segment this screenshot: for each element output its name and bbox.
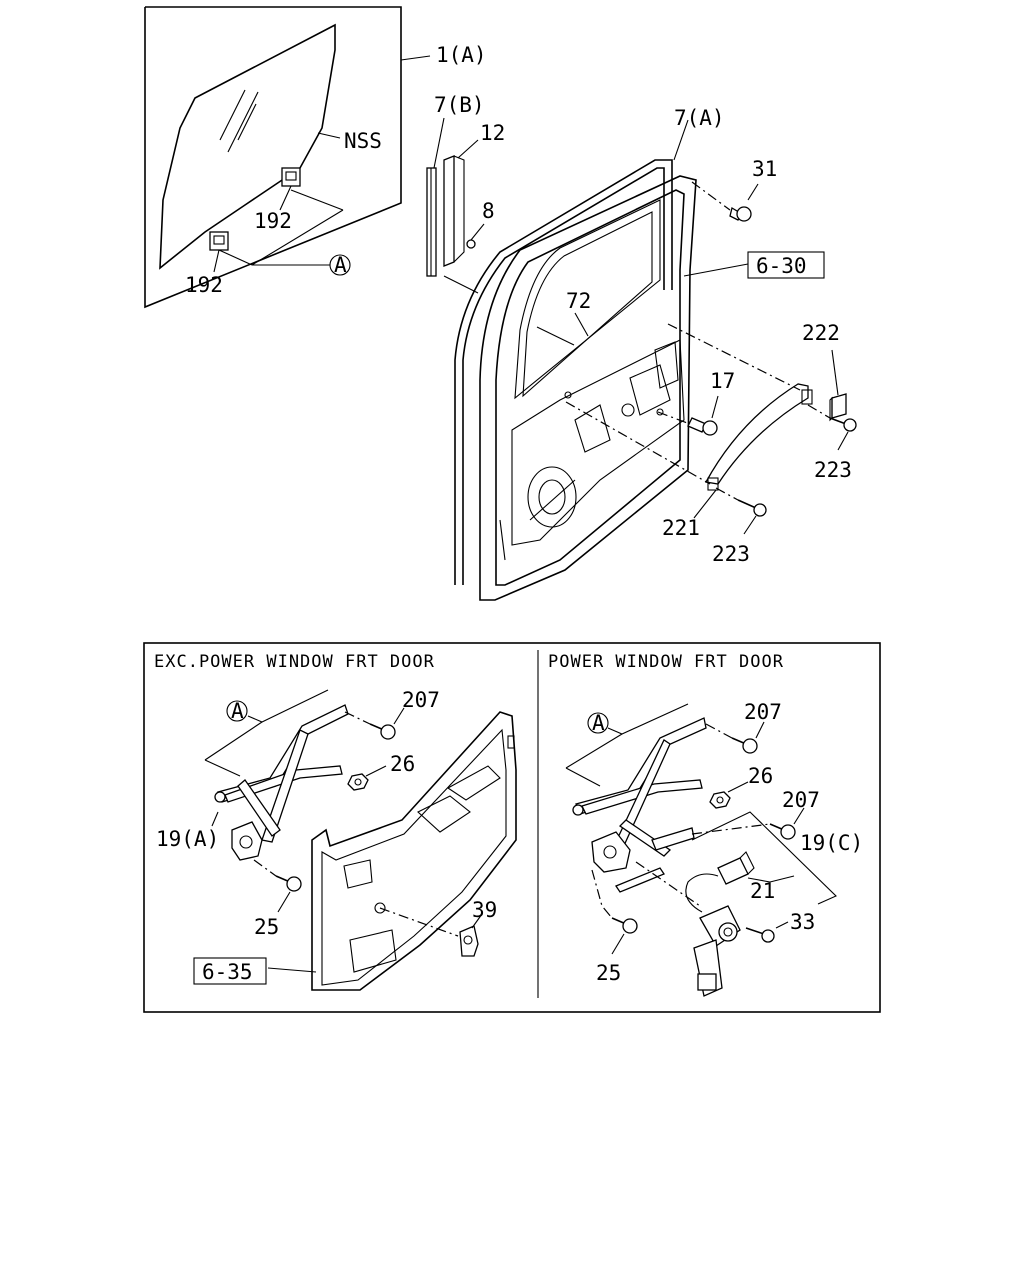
- run-channel-12: [443, 155, 465, 267]
- bolt-17: [687, 417, 718, 436]
- glass-clip-lower: [209, 231, 229, 251]
- left-bolt-207: [369, 723, 396, 740]
- clip-upper-label: 192: [254, 209, 292, 233]
- run-12-label: 12: [480, 121, 505, 145]
- garnish-221-label: 221: [662, 516, 700, 540]
- door-frame: [479, 175, 697, 601]
- bolt-17-label: 17: [710, 369, 735, 393]
- right-nut-26-label: 26: [748, 764, 773, 788]
- screw-223-lower: [737, 499, 767, 517]
- seal-72-label: 72: [566, 289, 591, 313]
- left-nut-26: [347, 773, 369, 791]
- bolt-31: [729, 183, 759, 222]
- right-bolt-207-top: [731, 737, 758, 754]
- bolt-31-label: 31: [752, 157, 777, 181]
- left-ref-a-label: A: [231, 699, 244, 723]
- clip-lower-label: 192: [185, 273, 223, 297]
- screw-33-label: 33: [790, 910, 815, 934]
- right-nut-26: [709, 791, 731, 809]
- left-bolt-25-label: 25: [254, 915, 279, 939]
- right-bolt-25: [611, 917, 638, 934]
- ref-6-30-box: [747, 251, 825, 279]
- window-motor-21: [685, 851, 755, 997]
- regulator-19c-label: 19(C): [800, 831, 863, 855]
- left-nut-26-label: 26: [390, 752, 415, 776]
- weatherstrip-7a: [454, 159, 673, 585]
- cover-222: [829, 393, 847, 422]
- cover-222-label: 222: [802, 321, 840, 345]
- screw-223-upper: [829, 417, 857, 432]
- right-ref-a-circle: [587, 712, 609, 734]
- regulator-19a-label: 19(A): [156, 827, 219, 851]
- right-bolt-207-mid: [769, 823, 796, 840]
- regulator-19c: [572, 717, 707, 893]
- run-7b-label: 7(B): [434, 93, 485, 117]
- screw-8: [466, 223, 485, 249]
- right-ref-a-label: A: [592, 711, 605, 735]
- ref-6-35-label: 6-35: [202, 960, 253, 984]
- door-handle-39: [459, 925, 479, 957]
- screw-33: [745, 927, 775, 943]
- door-assembly: 6-30: [426, 93, 857, 601]
- left-bolt-25: [275, 875, 302, 892]
- ref-6-35-box: [193, 957, 267, 985]
- glass-clip-upper: [281, 167, 301, 187]
- left-bolt-207-label: 207: [402, 688, 440, 712]
- handle-39-label: 39: [472, 898, 497, 922]
- door-trim-panel: [311, 711, 517, 991]
- regulator-19a: [214, 704, 349, 861]
- ref-6-30-label: 6-30: [756, 254, 807, 278]
- right-bolt-25-label: 25: [596, 961, 621, 985]
- left-ref-a-circle: [226, 700, 248, 722]
- glass-inset: A 1(A) NSS 192 192: [144, 6, 487, 309]
- right-bolt-207-mid-label: 207: [782, 788, 820, 812]
- motor-21-label: 21: [750, 879, 775, 903]
- screw-8-label: 8: [482, 199, 495, 223]
- screw-223-upper-label: 223: [814, 458, 852, 482]
- glass-part-label: 1(A): [436, 43, 487, 67]
- weatherstrip-7a-label: 7(A): [674, 106, 725, 130]
- nss-label: NSS: [344, 129, 382, 153]
- right-panel: POWER WINDOW FRT DOOR A: [548, 652, 863, 997]
- screw-223-lower-label: 223: [712, 542, 750, 566]
- run-channel-7b: [426, 167, 437, 277]
- left-panel: EXC.POWER WINDOW FRT DOOR A: [154, 652, 517, 991]
- regulator-panel-frame: [143, 642, 881, 1013]
- right-bolt-207-top-label: 207: [744, 700, 782, 724]
- ref-a-circle-glass: [329, 254, 351, 276]
- left-panel-title: EXC.POWER WINDOW FRT DOOR: [154, 652, 435, 672]
- ref-a-label-glass: A: [334, 253, 347, 277]
- door-glass: [159, 23, 336, 270]
- garnish-221: [704, 383, 809, 485]
- right-panel-title: POWER WINDOW FRT DOOR: [548, 652, 784, 672]
